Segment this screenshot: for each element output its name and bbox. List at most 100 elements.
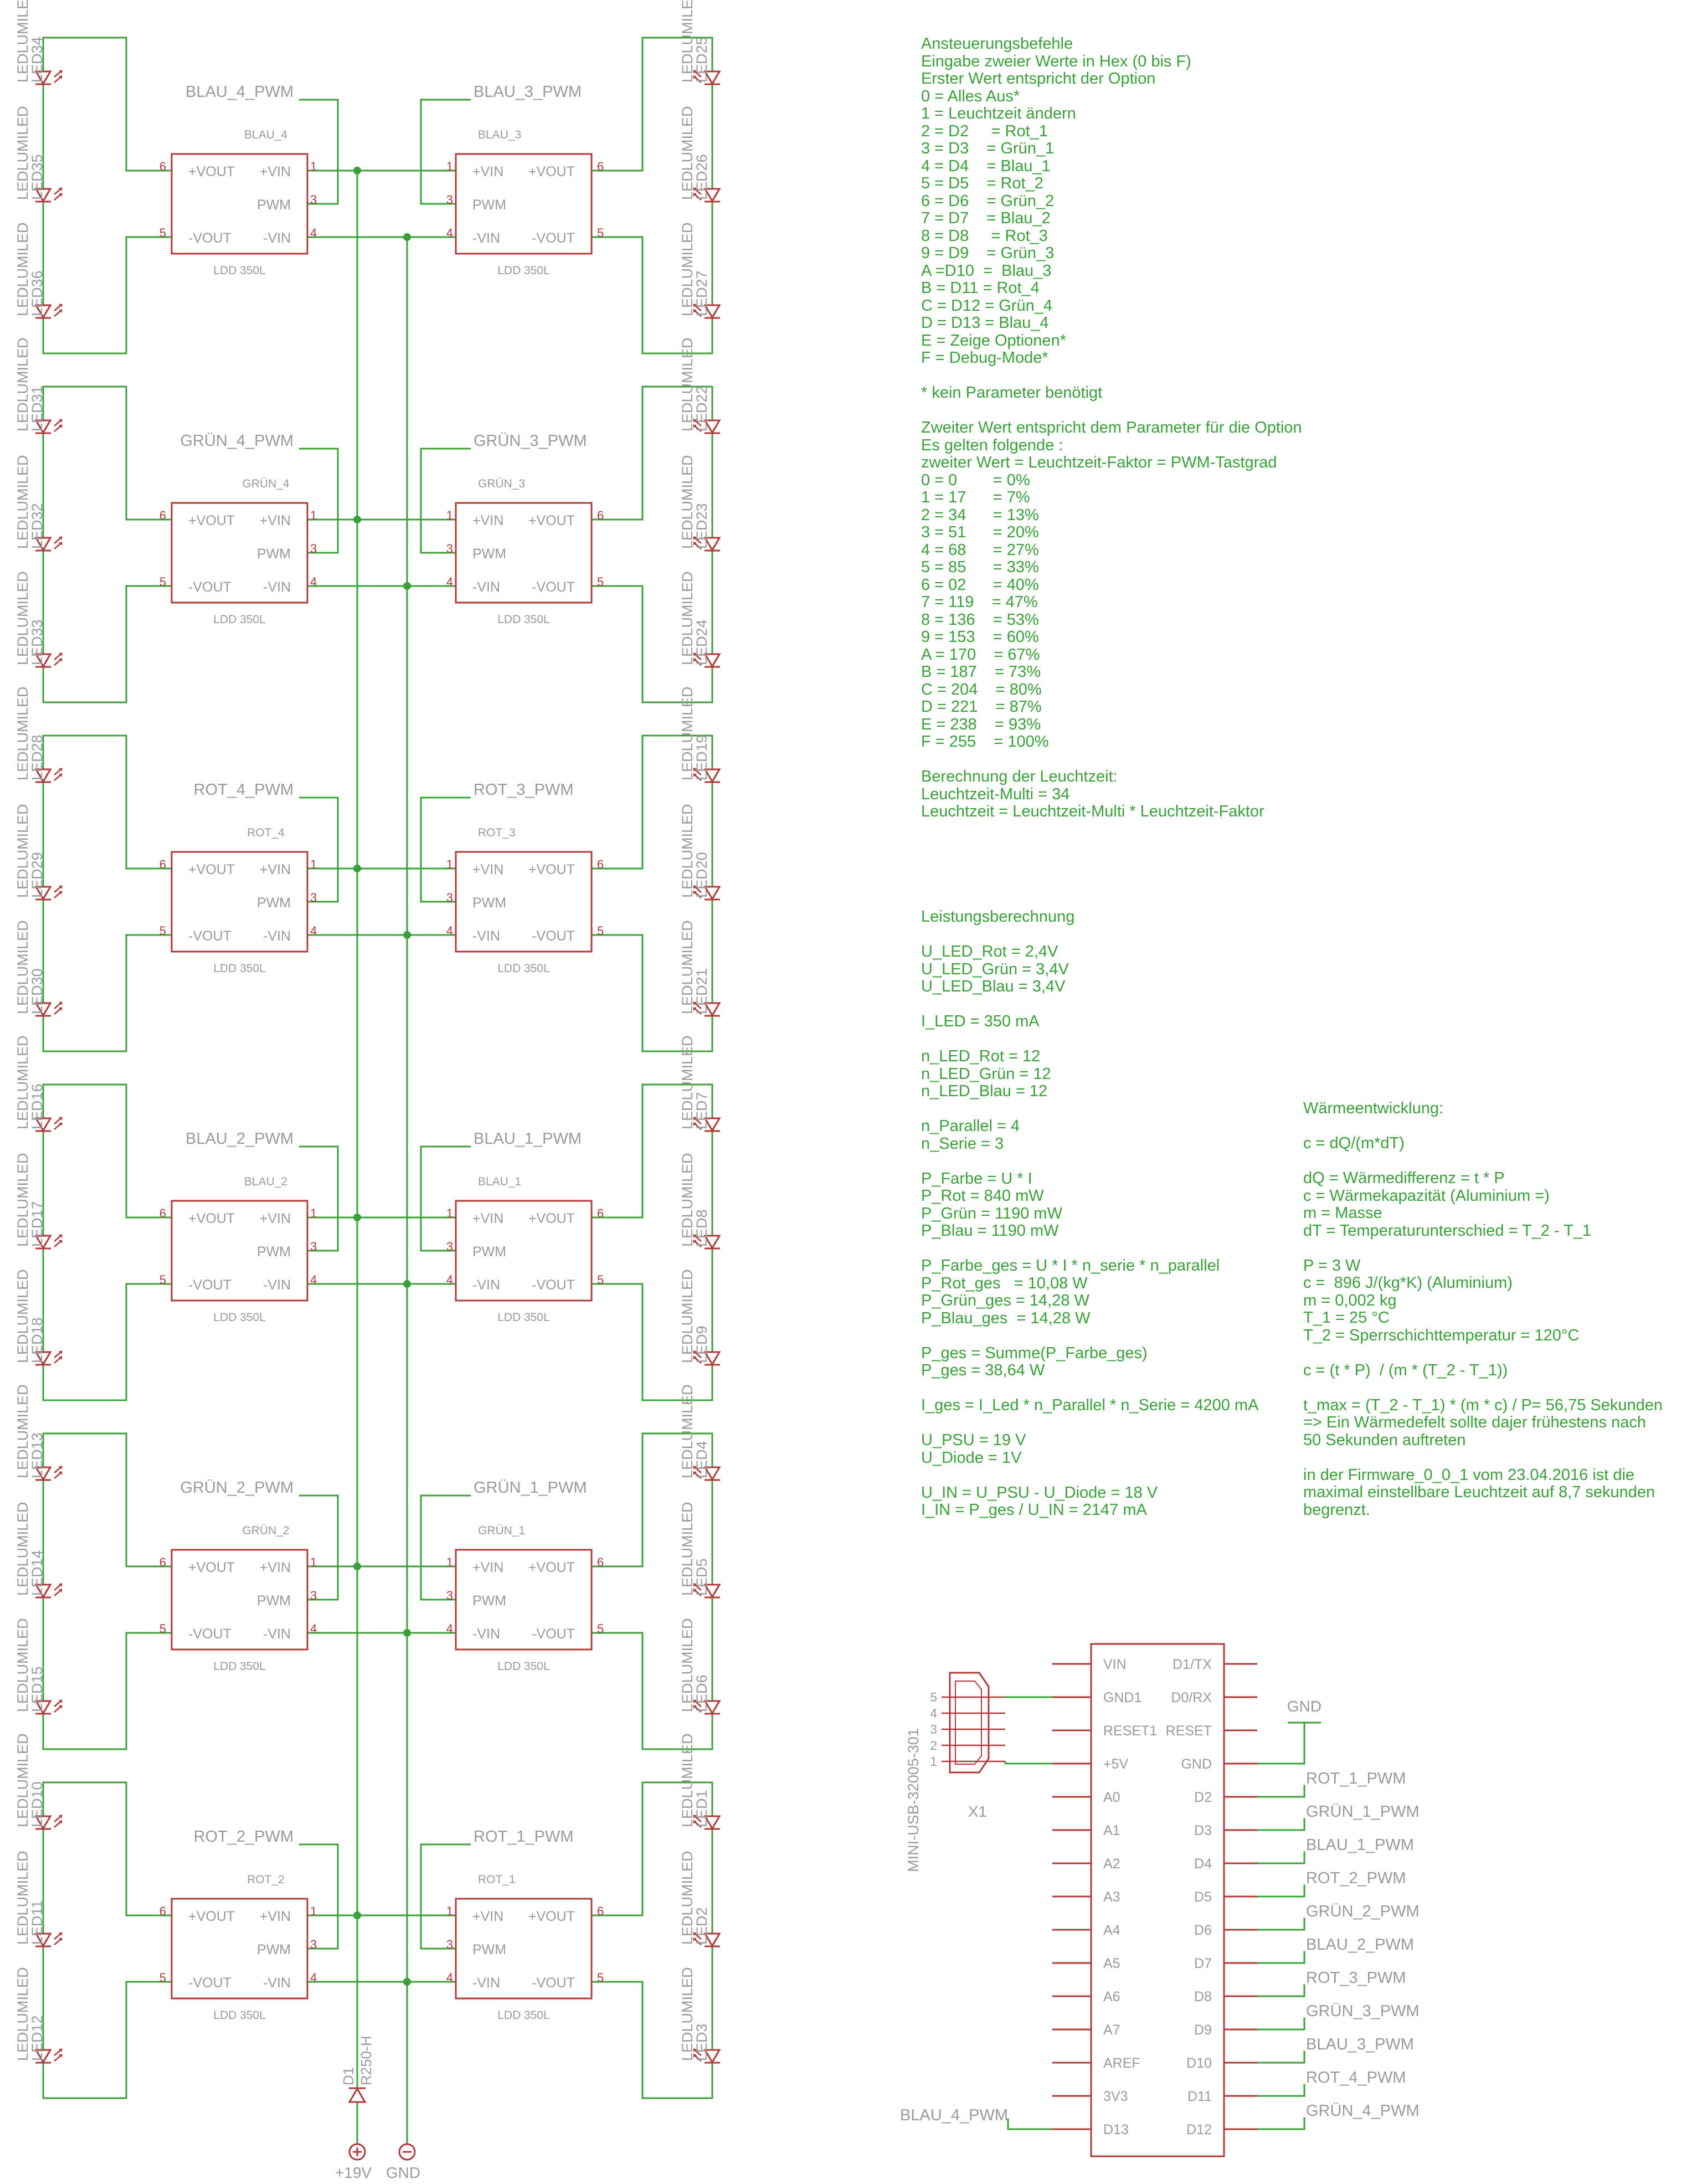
module-value: LDD 350L	[213, 613, 266, 626]
led-string-wire-right	[641, 1284, 713, 1401]
pin-number: 3	[446, 1240, 453, 1253]
led-ref-label: LED15	[29, 1666, 45, 1712]
note-line: 2 = 34 = 13%	[921, 506, 1039, 524]
note-line	[921, 1467, 1258, 1484]
module-value: LDD 350L	[497, 1311, 550, 1324]
led-ref-label: LED6	[693, 1674, 710, 1712]
module-pin-label: -VIN	[472, 579, 500, 595]
led-ref-label: LED30	[29, 968, 45, 1014]
ldd-module-body	[455, 1549, 593, 1651]
note-line: 1 = 17 = 7%	[921, 489, 1030, 506]
arduino-net-label: BLAU_2_PWM	[1306, 1936, 1414, 1954]
led-light-arrowhead	[693, 193, 697, 197]
led-value-label: LEDLUMILED	[14, 571, 31, 665]
module-pin-label: +VOUT	[528, 862, 575, 877]
usb-ref: X1	[968, 1803, 987, 1820]
arduino-left-pin: D13	[1103, 2122, 1129, 2137]
arduino-right-pin: D5	[1194, 1889, 1212, 1905]
module-pin-label: +VOUT	[528, 1560, 575, 1575]
led-value-label: LEDLUMILED	[679, 337, 696, 431]
pwm-net-label: ROT_3_PWM	[474, 781, 573, 799]
pwm-wire	[420, 1145, 471, 1252]
led-symbol	[703, 1466, 721, 1481]
note-line	[1303, 1153, 1663, 1170]
led-light-arrowhead	[59, 1351, 62, 1354]
usb-connector-inner	[955, 1681, 982, 1765]
led-ref-label: LED27	[693, 270, 710, 316]
led-ref-label: LED34	[29, 37, 45, 83]
led-light-arrowhead	[59, 2054, 62, 2058]
led-value-label: LEDLUMILED	[679, 1384, 696, 1478]
led-value-label: LEDLUMILED	[679, 1035, 696, 1129]
note-line: U_LED_Rot = 2,4V	[921, 943, 1058, 960]
led-string-wire-left	[42, 1284, 127, 1401]
module-pin-label: +VOUT	[528, 164, 575, 179]
pin-number: 1	[446, 1206, 453, 1220]
led-symbol	[703, 2049, 721, 2064]
pwm-wire	[299, 1494, 339, 1601]
led-light-arrowhead	[59, 76, 62, 79]
pin-number: 4	[446, 1273, 453, 1287]
led-string-wire-left	[42, 37, 127, 171]
module-pin-label: +VIN	[260, 164, 291, 179]
pin-number: 6	[597, 857, 604, 871]
pin-number: 4	[446, 924, 453, 938]
led-string-wire-right	[641, 935, 713, 1052]
led-light-arrowhead	[59, 653, 62, 656]
gnd-symbol	[398, 2143, 416, 2161]
note-line: n_Serie = 3	[921, 1134, 1004, 1153]
pwm-wire	[299, 99, 339, 205]
supply-symbol	[348, 2143, 366, 2161]
led-ref-label: LED9	[693, 1325, 710, 1363]
pin-number: 4	[310, 1971, 317, 1985]
led-light-arrowhead	[693, 419, 697, 423]
note-line: D = D13 = Blau_4	[921, 314, 1049, 332]
led-symbol	[703, 537, 721, 552]
ldd-module-body	[455, 851, 593, 953]
led-value-label: LEDLUMILED	[679, 571, 696, 665]
module-pin-label: +VIN	[472, 1560, 503, 1575]
note-line: 8 = D8 = Rot_3	[921, 227, 1048, 245]
pin-number: 1	[446, 1904, 453, 1918]
led-string-wire-left	[42, 586, 127, 703]
pin-number: 6	[160, 1206, 166, 1220]
arduino-left-pin: 3V3	[1103, 2089, 1128, 2104]
arduino-left-pin: A4	[1103, 1923, 1120, 1938]
module-pin-label: -VIN	[472, 1626, 500, 1642]
led-light-arrowhead	[59, 70, 62, 74]
led-value-label: LEDLUMILED	[14, 1733, 31, 1827]
note-line: A =D10 = Blau_3	[921, 261, 1052, 280]
arduino-net-label: ROT_4_PWM	[1306, 2069, 1406, 2087]
module-pin-label: -VOUT	[188, 1626, 232, 1642]
arduino-body	[1090, 1643, 1225, 2157]
led-symbol	[703, 1933, 721, 1947]
usb-name: MINI-USB-32005-301	[905, 1728, 922, 1872]
pwm-wire	[420, 1494, 471, 1601]
led-light-arrowhead	[693, 304, 697, 307]
pin-number: 1	[446, 160, 453, 173]
pin-number: 6	[597, 1555, 604, 1569]
module-pin-label: -VIN	[472, 1277, 500, 1293]
led-ref-label: LED31	[29, 386, 45, 431]
led-light-arrowhead	[693, 1235, 697, 1238]
pin-number: 4	[310, 1273, 317, 1287]
led-string-wire-left	[42, 1083, 127, 1217]
arduino-net-label: GRÜN_2_PWM	[1306, 1903, 1420, 1920]
led-value-label: LEDLUMILED	[14, 1967, 31, 2061]
module-name: ROT_3	[478, 826, 516, 839]
pin-number: 3	[310, 1938, 317, 1951]
note-line: 6 = D6 = Grün_2	[921, 192, 1055, 210]
led-symbol	[703, 1002, 721, 1017]
led-ref-label: LED4	[693, 1441, 710, 1478]
arduino-net-label: ROT_2_PWM	[1306, 1869, 1406, 1887]
pwm-wire	[420, 796, 471, 903]
module-pin-label: PWM	[472, 895, 506, 911]
note-line: P_ges = Summe(P_Farbe_ges)	[921, 1344, 1148, 1362]
note-line	[921, 1380, 1258, 1397]
module-pin-label: -VOUT	[532, 1277, 575, 1293]
led-light-arrowhead	[693, 653, 697, 656]
led-symbol	[34, 768, 52, 783]
led-symbol	[703, 188, 721, 203]
led-light-arrowhead	[59, 1700, 62, 1703]
led-light-arrowhead	[693, 774, 697, 777]
